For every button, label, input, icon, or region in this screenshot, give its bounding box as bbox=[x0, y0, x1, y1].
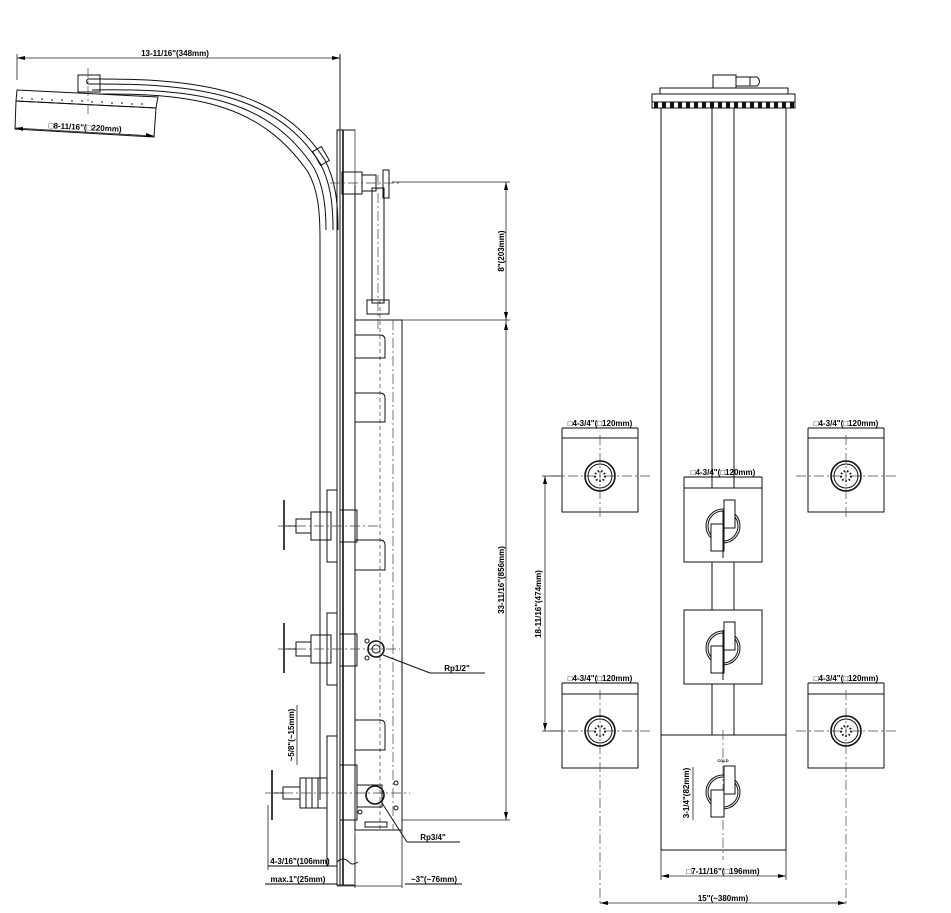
top-outlet-pipe bbox=[330, 169, 400, 330]
panel-height-label: 33-11/16"(856mm) bbox=[497, 546, 506, 614]
head-size-label: □8-11/16"(□220mm) bbox=[48, 121, 122, 134]
front-valve-middle bbox=[683, 609, 763, 685]
inlet-three-quarter-label: Rp3/4" bbox=[420, 833, 446, 842]
top-dimension: 8"(203mm) bbox=[392, 181, 510, 321]
valve-handle-2: Rp1/2" bbox=[278, 612, 485, 686]
bottom-dimensions: 4-3/16"(106mm) max.1"(25mm) ~3"(~76mm) bbox=[265, 805, 462, 888]
body-jet-bottom-left: □4-3/4"(□120mm) bbox=[550, 674, 650, 905]
valve-handle-1 bbox=[278, 489, 378, 563]
jet-size-label-tl: □4-3/4"(□120mm) bbox=[568, 419, 633, 428]
jet-size-label-bl: □4-3/4"(□120mm) bbox=[568, 674, 633, 683]
valve-spacing-dimension: ~5/8"(~15mm) bbox=[287, 705, 298, 765]
arm-projection-dimension: 13-11/16"(348mm) bbox=[16, 49, 340, 80]
jet-horizontal-spacing-dimension: 15"(~380mm) bbox=[600, 894, 846, 905]
front-valve-lower: COLD 3-1/4"(82mm) bbox=[682, 758, 741, 820]
handle-depth-label: 4-3/16"(106mm) bbox=[270, 857, 330, 866]
body-jet-top-right: □4-3/4"(□120mm) bbox=[796, 419, 896, 518]
cold-marking: COLD bbox=[717, 758, 728, 763]
jet-horizontal-spacing-label: 15"(~380mm) bbox=[698, 894, 749, 903]
jet-vertical-spacing-label: 18-11/16"(474mm) bbox=[534, 570, 543, 638]
shower-arm bbox=[86, 78, 339, 800]
front-view: □4-3/4"(□120mm) □4-3/4"(□120mm) □4-3/4"(… bbox=[534, 74, 896, 905]
jet-size-label-tr: □4-3/4"(□120mm) bbox=[814, 419, 879, 428]
front-shower-head bbox=[651, 74, 796, 109]
jet-vertical-spacing-dimension: 18-11/16"(474mm) bbox=[534, 475, 562, 732]
inlet-half-inch-label: Rp1/2" bbox=[444, 664, 470, 673]
panel-depth-label: ~3"(~76mm) bbox=[411, 875, 457, 884]
lower-valve-height-label: 3-1/4"(82mm) bbox=[682, 767, 691, 818]
front-valve-upper: □4-3/4"(□120mm) bbox=[683, 468, 763, 563]
body-jet-bottom-right: □4-3/4"(□120mm) bbox=[796, 674, 896, 905]
panel-width-dimension: □7-11/16"(□196mm) bbox=[660, 850, 787, 880]
rain-shower-head: □8-11/16"(□220mm) bbox=[14, 68, 159, 138]
wall-gap-label: max.1"(25mm) bbox=[271, 875, 326, 884]
side-view: 13-11/16"(348mm) □8-11/16"(□220mm) bbox=[14, 49, 510, 888]
jet-size-label-br: □4-3/4"(□120mm) bbox=[814, 674, 879, 683]
body-jet-top-left: □4-3/4"(□120mm) bbox=[550, 419, 650, 518]
arm-projection-label: 13-11/16"(348mm) bbox=[141, 49, 209, 58]
panel-height-dimension: 33-11/16"(856mm) bbox=[402, 320, 510, 821]
front-panel bbox=[660, 108, 787, 860]
panel-width-label: □7-11/16"(□196mm) bbox=[686, 867, 759, 876]
panel-body bbox=[336, 129, 403, 886]
valve-spacing-label: ~5/8"(~15mm) bbox=[287, 708, 296, 761]
top-to-panel-label: 8"(203mm) bbox=[497, 230, 506, 271]
valve-size-label: □4-3/4"(□120mm) bbox=[691, 468, 756, 477]
side-jets bbox=[355, 334, 386, 751]
valve-handle-3: Rp3/4" bbox=[265, 735, 460, 867]
